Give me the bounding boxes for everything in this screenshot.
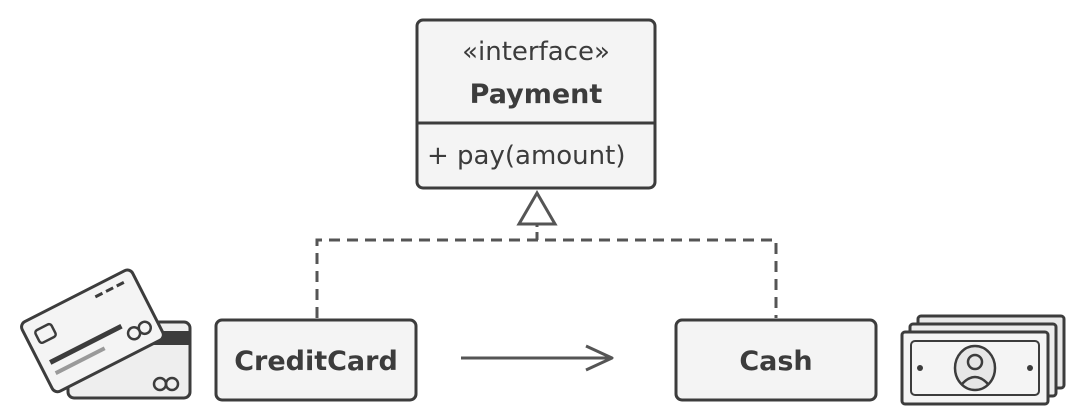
interface-method: + pay(amount) <box>427 141 625 171</box>
creditcard-label: CreditCard <box>234 346 398 377</box>
interface-name: Payment <box>470 79 603 110</box>
realization-connector <box>315 190 778 318</box>
interface-stereotype: «interface» <box>462 37 610 67</box>
credit-cards-icon <box>20 268 192 400</box>
cash-label: Cash <box>739 346 812 377</box>
realization-arrowhead <box>516 190 558 226</box>
cash-bills-icon <box>900 314 1066 406</box>
transition-arrow <box>461 344 614 372</box>
payment-interface-box: «interface» Payment + pay(amount) <box>415 18 657 190</box>
cash-class-box: Cash <box>674 318 878 402</box>
creditcard-class-box: CreditCard <box>214 318 418 402</box>
